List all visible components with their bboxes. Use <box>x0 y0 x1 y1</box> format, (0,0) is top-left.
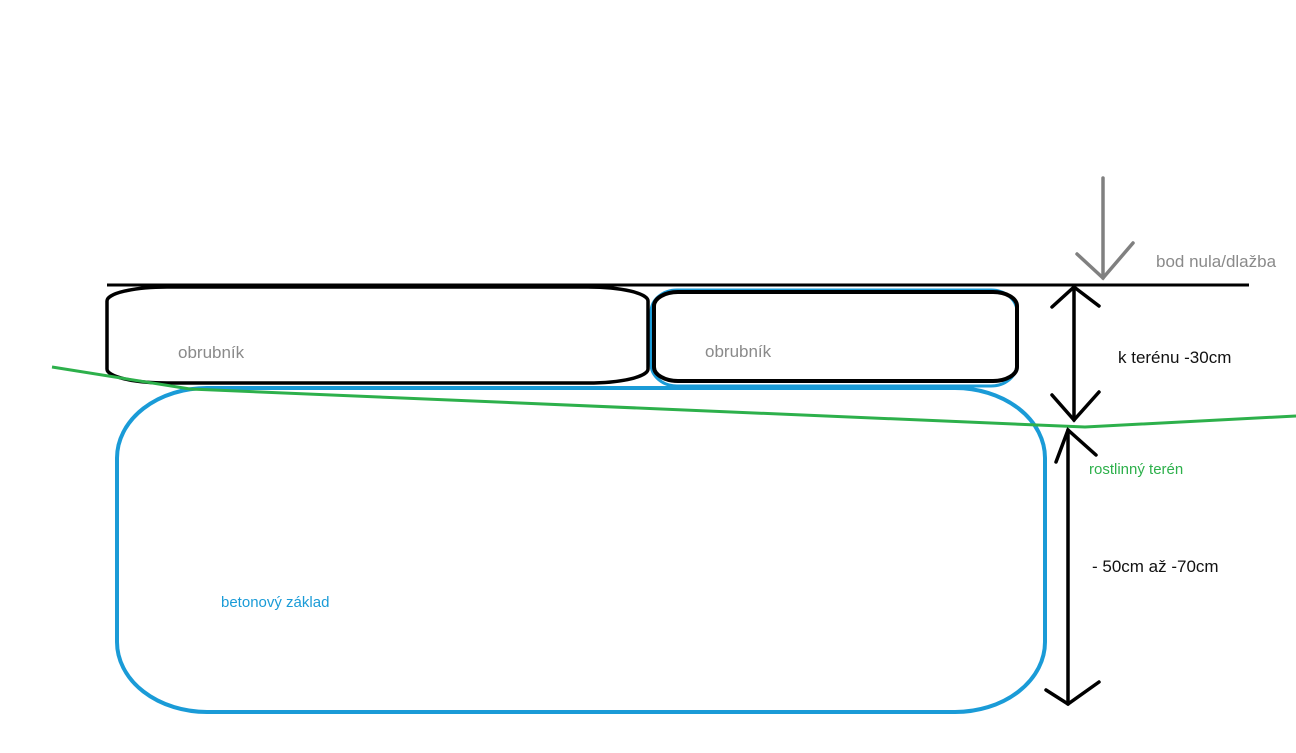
foundation-label: betonový základ <box>221 594 330 611</box>
depth-label: - 50cm až -70cm <box>1092 557 1219 576</box>
curb-right-blue-outline <box>649 288 1019 388</box>
plant-terrain-label: rostlinný terén <box>1089 461 1184 478</box>
concrete-foundation-shape <box>115 386 1047 714</box>
zero-point-arrow <box>1075 176 1135 281</box>
curb-left-shape <box>105 285 650 385</box>
to-terrain-label: k terénu -30cm <box>1118 348 1232 367</box>
terrain-line <box>51 365 1296 429</box>
curb-left-label: obrubník <box>178 343 245 362</box>
curb-right-shape <box>652 290 1019 383</box>
zero-point-label: bod nula/dlažba <box>1156 252 1277 271</box>
curb-right-label: obrubník <box>705 342 772 361</box>
depth-dimension-arrow <box>1044 426 1101 707</box>
to-terrain-dimension-arrow <box>1050 284 1101 423</box>
